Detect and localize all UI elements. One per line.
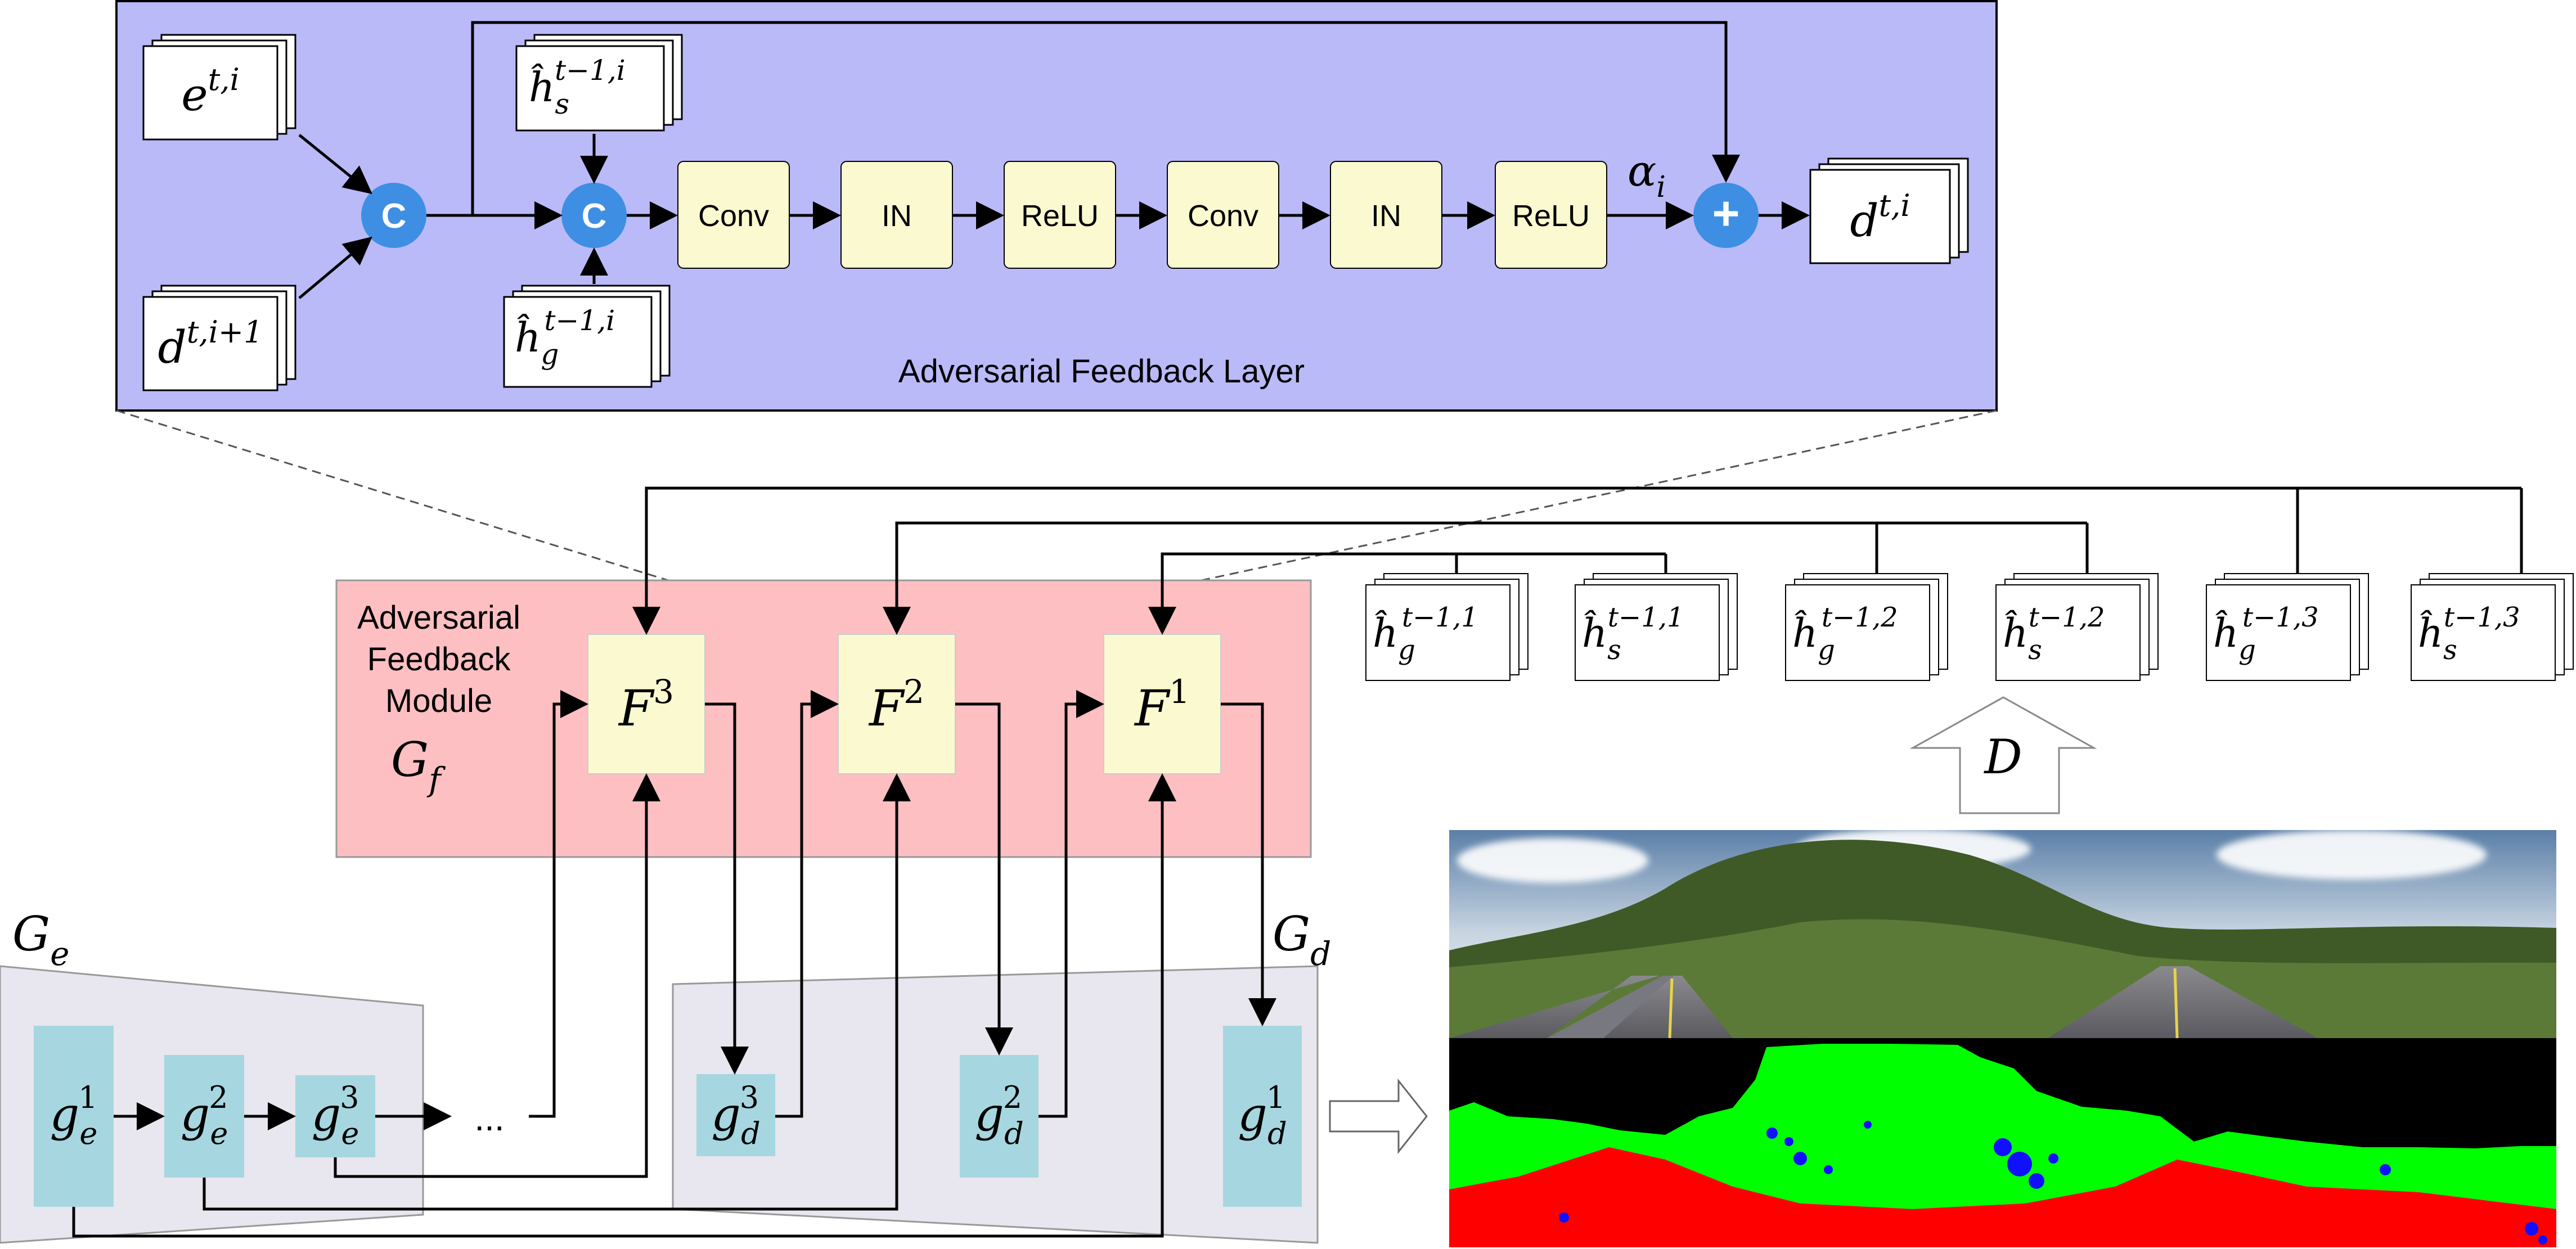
hidden-state-hg-1: ĥgt−1,1 bbox=[1365, 573, 1528, 681]
input-d-sup: t,i+1 bbox=[187, 314, 263, 350]
svg-text:ĥst−1,2: ĥst−1,2 bbox=[2003, 602, 2105, 666]
input-hs-card: ĥst−1,i bbox=[515, 34, 683, 132]
input-hs-sub: s bbox=[555, 88, 569, 120]
concat-symbol-1: C bbox=[381, 197, 407, 236]
hidden-state-routing bbox=[632, 486, 2523, 635]
decoder-symbol: Gd bbox=[1273, 907, 1331, 973]
hidden-state-hs-2: ĥst−1,2 bbox=[1995, 573, 2159, 681]
svg-text:Conv: Conv bbox=[1188, 199, 1258, 233]
svg-text:ReLU: ReLU bbox=[1021, 199, 1099, 233]
module-block-f1: F1 bbox=[1103, 634, 1221, 774]
svg-text:g3e: g3e bbox=[312, 1080, 359, 1151]
layer-block-in-2: IN bbox=[1330, 161, 1442, 269]
svg-text:ĥgt−1,2: ĥgt−1,2 bbox=[1792, 602, 1898, 666]
hidden-state-hg-2: ĥgt−1,2 bbox=[1785, 573, 1948, 681]
input-d-next-card: dt,i+1 bbox=[142, 285, 296, 391]
input-hg-sup: t−1,i bbox=[544, 304, 615, 337]
layer-block-conv-1: Conv bbox=[677, 161, 790, 269]
svg-text:ĥst−1,3: ĥst−1,3 bbox=[2418, 602, 2520, 666]
svg-text:F2: F2 bbox=[868, 673, 924, 737]
layer-connectors bbox=[298, 21, 1810, 299]
svg-text:IN: IN bbox=[1371, 199, 1401, 233]
encoder-ellipsis: ... bbox=[474, 1098, 504, 1138]
svg-text:g1e: g1e bbox=[50, 1080, 98, 1151]
add-circle: + bbox=[1693, 183, 1759, 248]
module-block-f2: F2 bbox=[838, 634, 956, 774]
segmentation-map bbox=[1449, 1038, 2556, 1247]
svg-text:ĥgt−1,1: ĥgt−1,1 bbox=[1373, 602, 1478, 666]
input-hg-sub: g bbox=[541, 338, 559, 371]
feedback-layer-title: Adversarial Feedback Layer bbox=[898, 353, 1305, 390]
input-d-base: d bbox=[158, 321, 187, 373]
svg-text:IN: IN bbox=[882, 199, 912, 233]
discriminator-arrow: D bbox=[1909, 696, 2097, 814]
add-symbol: + bbox=[1712, 187, 1739, 240]
svg-text:F3: F3 bbox=[618, 673, 674, 737]
hidden-state-hg-3: ĥgt−1,3 bbox=[2206, 573, 2369, 681]
hidden-state-hs-3: ĥst−1,3 bbox=[2411, 573, 2574, 681]
encoder-symbol: Ge bbox=[12, 907, 69, 973]
layer-block-in-1: IN bbox=[840, 161, 953, 269]
layer-block-relu-1: ReLU bbox=[1004, 161, 1116, 269]
discriminator-label: D bbox=[1983, 729, 2022, 784]
input-hs-base: ĥ bbox=[529, 63, 555, 111]
input-hg-base: ĥ bbox=[515, 313, 541, 361]
svg-text:ĥgt−1,i: ĥgt−1,i bbox=[515, 304, 615, 371]
alpha-label: αi bbox=[1628, 146, 1666, 204]
feedback-module-symbol: Gf bbox=[391, 732, 446, 799]
svg-text:ĥst−1,i: ĥst−1,i bbox=[529, 54, 626, 120]
svg-text:et,i: et,i bbox=[181, 62, 239, 121]
input-e-sup: t,i bbox=[208, 62, 240, 97]
svg-text:Conv: Conv bbox=[698, 199, 769, 233]
module-block-f3: F3 bbox=[587, 634, 705, 774]
network-connectors bbox=[72, 690, 1276, 1238]
svg-text:dt,i: dt,i bbox=[1850, 188, 1910, 247]
input-e-card: et,i bbox=[142, 34, 296, 141]
output-hollow-arrow bbox=[1329, 1078, 1428, 1155]
concat-circle-1: C bbox=[361, 183, 426, 248]
output-d-card: dt,i bbox=[1809, 157, 1969, 264]
input-e-base: e bbox=[181, 69, 208, 121]
svg-text:ReLU: ReLU bbox=[1512, 199, 1590, 233]
layer-block-conv-2: Conv bbox=[1167, 161, 1279, 269]
svg-text:F1: F1 bbox=[1134, 673, 1190, 737]
svg-text:ĥst−1,1: ĥst−1,1 bbox=[1582, 602, 1684, 666]
svg-text:g3d: g3d bbox=[711, 1080, 760, 1151]
svg-text:g2d: g2d bbox=[974, 1080, 1023, 1151]
svg-text:ĥgt−1,3: ĥgt−1,3 bbox=[2213, 602, 2319, 666]
input-hg-card: ĥgt−1,i bbox=[503, 285, 671, 388]
panorama-image bbox=[1449, 829, 2556, 1039]
concat-circle-2: C bbox=[561, 183, 627, 248]
svg-text:dt,i+1: dt,i+1 bbox=[158, 314, 263, 373]
layer-block-relu-2: ReLU bbox=[1495, 161, 1607, 269]
hidden-state-hs-1: ĥst−1,1 bbox=[1575, 573, 1738, 681]
svg-text:g1d: g1d bbox=[1238, 1080, 1287, 1151]
input-hs-sup: t−1,i bbox=[555, 54, 626, 87]
svg-text:g2e: g2e bbox=[181, 1080, 228, 1151]
concat-symbol-2: C bbox=[582, 197, 607, 236]
